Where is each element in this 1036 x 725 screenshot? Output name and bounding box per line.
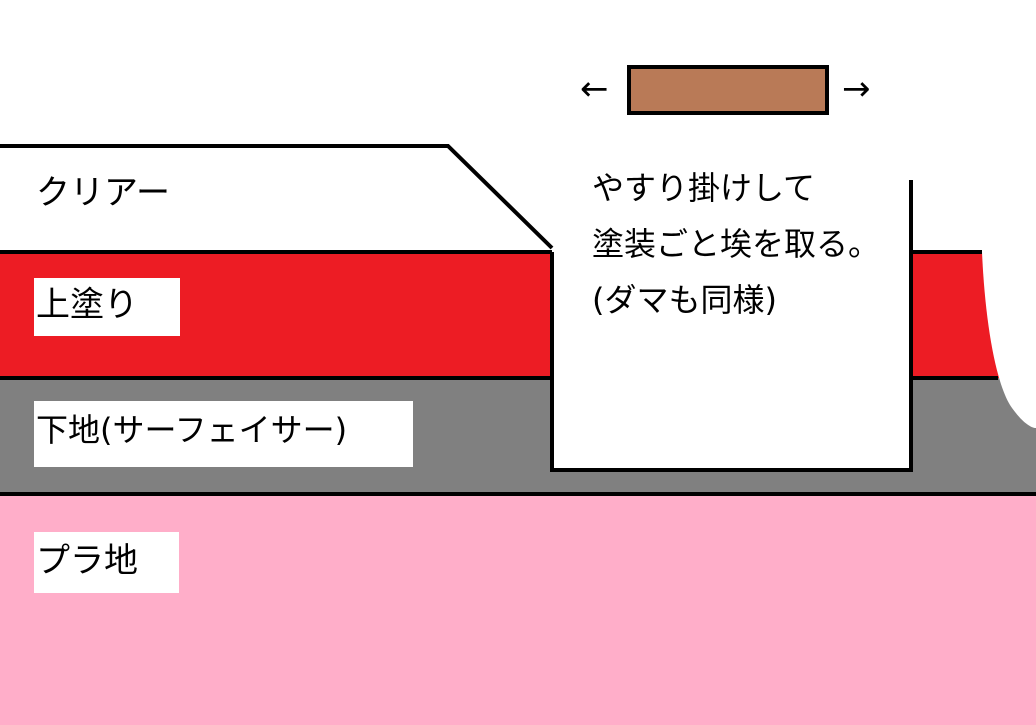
primer-layer-label: 下地(サーフェイサー) (36, 411, 348, 449)
left-arrow-icon: ← (580, 69, 609, 109)
plastic-layer-label: プラ地 (36, 541, 138, 581)
sanding-note: やすり掛けして 塗装ごと埃を取る。 (ダマも同様) (592, 160, 880, 328)
clear-layer-label: クリアー (36, 173, 170, 213)
sanding-note-line-1: やすり掛けして (592, 169, 816, 207)
topcoat-layer-label: 上塗り (36, 285, 138, 325)
clear-outline (0, 144, 554, 250)
sanding-note-line-3: (ダマも同様) (592, 281, 777, 319)
cutout-outline (550, 180, 913, 472)
right-arrow-icon: → (842, 69, 871, 109)
plastic-label-box (34, 532, 179, 593)
plastic-layer (0, 494, 1036, 725)
sanding-block (627, 65, 829, 115)
topcoat-label-box (34, 278, 180, 336)
right-edge-bulge (982, 252, 1036, 428)
primer-label-box (34, 401, 413, 467)
sanded-cutout (552, 180, 911, 470)
sanding-note-line-2: 塗装ごと埃を取る。 (592, 225, 881, 263)
clear-layer (0, 146, 552, 252)
